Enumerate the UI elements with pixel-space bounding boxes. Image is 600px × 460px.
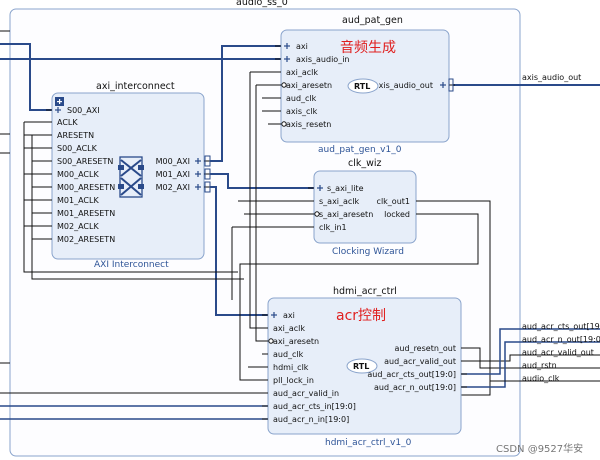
external-port-aud-acr-n-out: aud_acr_n_out[19:0] (522, 335, 600, 344)
axi-interconnect-block[interactable]: axi_interconnect S00_AXIACLKARESETNS00_A… (46, 81, 211, 270)
port-aud-acr-n-out: aud_acr_n_out[19:0] (374, 383, 456, 392)
clk-wiz-block[interactable]: clk_wiz s_axi_lite s_axi_aclk s_axi_areset… (308, 158, 422, 257)
port-axis-audio-in: axis_audio_in (296, 55, 350, 64)
port-pin[interactable] (308, 211, 320, 217)
wire (461, 328, 600, 375)
external-port-aud-acr-cts-out: aud_acr_cts_out[19:0] (522, 322, 600, 331)
port-m02-axi: M02_AXI (156, 183, 190, 192)
external-port-axis-audio-out: axis_audio_out (522, 73, 581, 82)
outer-title: audio_ss_0 (236, 0, 288, 8)
port-m01-aclk: M01_ACLK (57, 196, 99, 205)
wire (461, 354, 600, 362)
wire (239, 213, 479, 381)
aud-pat-gen-block[interactable]: aud_pat_gen 音频生成 axi axis_audio_in axi_acl… (275, 15, 455, 155)
wire (23, 122, 238, 273)
wire (461, 341, 600, 388)
port-axi: axi (296, 42, 308, 51)
port-axis-resetn: axis_resetn (286, 120, 331, 129)
port-m02-aclk: M02_ACLK (57, 222, 99, 231)
port-aud-clk: aud_clk (273, 350, 304, 359)
port-aud-resetn-out: aud_resetn_out (395, 344, 456, 353)
port-pin[interactable] (262, 312, 277, 318)
clk-wiz-body[interactable] (313, 170, 417, 244)
port-pin[interactable] (275, 56, 290, 62)
port-pin[interactable] (275, 121, 287, 127)
port-pin[interactable] (275, 82, 287, 88)
port-pin[interactable] (275, 43, 290, 49)
external-port-aud-acr-valid-out: aud_acr_valid_out (522, 348, 594, 357)
port-aud-acr-cts-in: aud_acr_cts_in[19:0] (273, 402, 356, 411)
hdmi-acr-ctrl-annotation: acr控制 (336, 308, 386, 324)
port-axis-audio-out: axis_audio_out (374, 81, 433, 90)
port-axi-aclk: axi_aclk (286, 68, 318, 77)
port-m00-aresetn: M00_ARESETN (57, 183, 115, 192)
hdmi-acr-ctrl-subtitle: hdmi_acr_ctrl_v1_0 (325, 438, 412, 448)
hdmi-acr-ctrl-ports: axi axi_aclk axi_aresetn aud_clk hdmi_clkpll… (262, 311, 467, 424)
port-axi-aresetn: axi_aresetn (273, 337, 319, 346)
wire (31, 135, 244, 280)
aud-pat-gen-ports: axi axis_audio_in axi_aclk axi_aresetn aud_c… (275, 42, 455, 129)
port-m01-axi: M01_AXI (156, 170, 190, 179)
port-locked: locked (384, 210, 410, 219)
wire (210, 45, 281, 162)
port-m02-aresetn: M02_ARESETN (57, 235, 115, 244)
port-aud-clk: aud_clk (286, 94, 317, 103)
port-s-axi-aresetn: s_axi_aresetn (319, 210, 373, 219)
aud-pat-gen-subtitle: aud_pat_gen_v1_0 (318, 145, 402, 155)
port-m01-aresetn: M01_ARESETN (57, 209, 115, 218)
clk-wiz-title: clk_wiz (348, 158, 382, 169)
external-outputs: axis_audio_out aud_acr_cts_out[19:0] aud_a… (522, 73, 600, 383)
axi-interconnect-body[interactable] (51, 92, 205, 260)
external-port-audio-clk: audio_clk (522, 374, 560, 383)
port-s-axi-lite: s_axi_lite (327, 184, 364, 193)
external-port-aud-rstn: aud_rstn (522, 361, 557, 370)
rtl-badge: RTL (347, 78, 379, 94)
clk-wiz-ports: s_axi_lite s_axi_aclk s_axi_aresetn clk_in1… (308, 184, 422, 232)
hdmi-acr-ctrl-block[interactable]: hdmi_acr_ctrl acr控制 axi axi_aclk axi_arese… (262, 286, 467, 448)
aud-pat-gen-title: aud_pat_gen (342, 15, 403, 26)
port-pin[interactable] (262, 338, 274, 344)
port-s00-axi: S00_AXI (67, 106, 100, 115)
port-axi-aresetn: axi_aresetn (286, 81, 332, 90)
port-s00-aclk: S00_ACLK (57, 144, 98, 153)
port-s00-aresetn: S00_ARESETN (57, 157, 113, 166)
expand-icon[interactable] (55, 97, 64, 106)
port-pin[interactable] (308, 185, 323, 191)
wire (461, 347, 600, 369)
axi-interconnect-subtitle: AXI Interconnect (94, 260, 169, 270)
port-clk-in1: clk_in1 (319, 223, 347, 232)
port-m00-axi: M00_AXI (156, 157, 190, 166)
port-aresetn: ARESETN (57, 131, 94, 140)
port-aud-acr-valid-out: aud_acr_valid_out (384, 357, 456, 366)
watermark: CSDN @9527华安 (496, 442, 583, 455)
port-m00-aclk: M00_ACLK (57, 170, 99, 179)
svg-text:RTL: RTL (353, 362, 369, 371)
port-pin[interactable] (440, 82, 455, 88)
aud-pat-gen-annotation: 音频生成 (340, 39, 396, 56)
port-axi: axi (283, 311, 295, 320)
svg-text:RTL: RTL (354, 82, 370, 91)
port-aud-acr-valid-in: aud_acr_valid_in (273, 389, 339, 398)
hdmi-acr-ctrl-title: hdmi_acr_ctrl (333, 286, 397, 297)
wire (0, 43, 52, 111)
port-pll-lock-in: pll_lock_in (273, 376, 314, 385)
port-clk-out1: clk_out1 (377, 197, 410, 206)
axi-interconnect-title: axi_interconnect (96, 81, 175, 92)
axi-interconnect-ports: S00_AXI ACLK ARESETN S00_ACLK S00_ARESETN M00… (46, 106, 211, 244)
port-hdmi-clk: hdmi_clk (273, 363, 309, 372)
wire (210, 173, 314, 189)
port-axis-clk: axis_clk (286, 107, 318, 116)
port-aud-acr-n-in: aud_acr_n_in[19:0] (273, 415, 349, 424)
wire (210, 186, 268, 316)
port-aclk: ACLK (57, 118, 78, 127)
port-aud-acr-cts-out: aud_acr_cts_out[19:0] (367, 370, 456, 379)
rtl-badge: RTL (346, 358, 378, 374)
clk-wiz-subtitle: Clocking Wizard (332, 247, 404, 257)
port-pin[interactable] (46, 107, 61, 113)
port-axi-aclk: axi_aclk (273, 324, 305, 333)
port-s-axi-aclk: s_axi_aclk (319, 197, 360, 206)
crossbar-icon (118, 156, 144, 198)
